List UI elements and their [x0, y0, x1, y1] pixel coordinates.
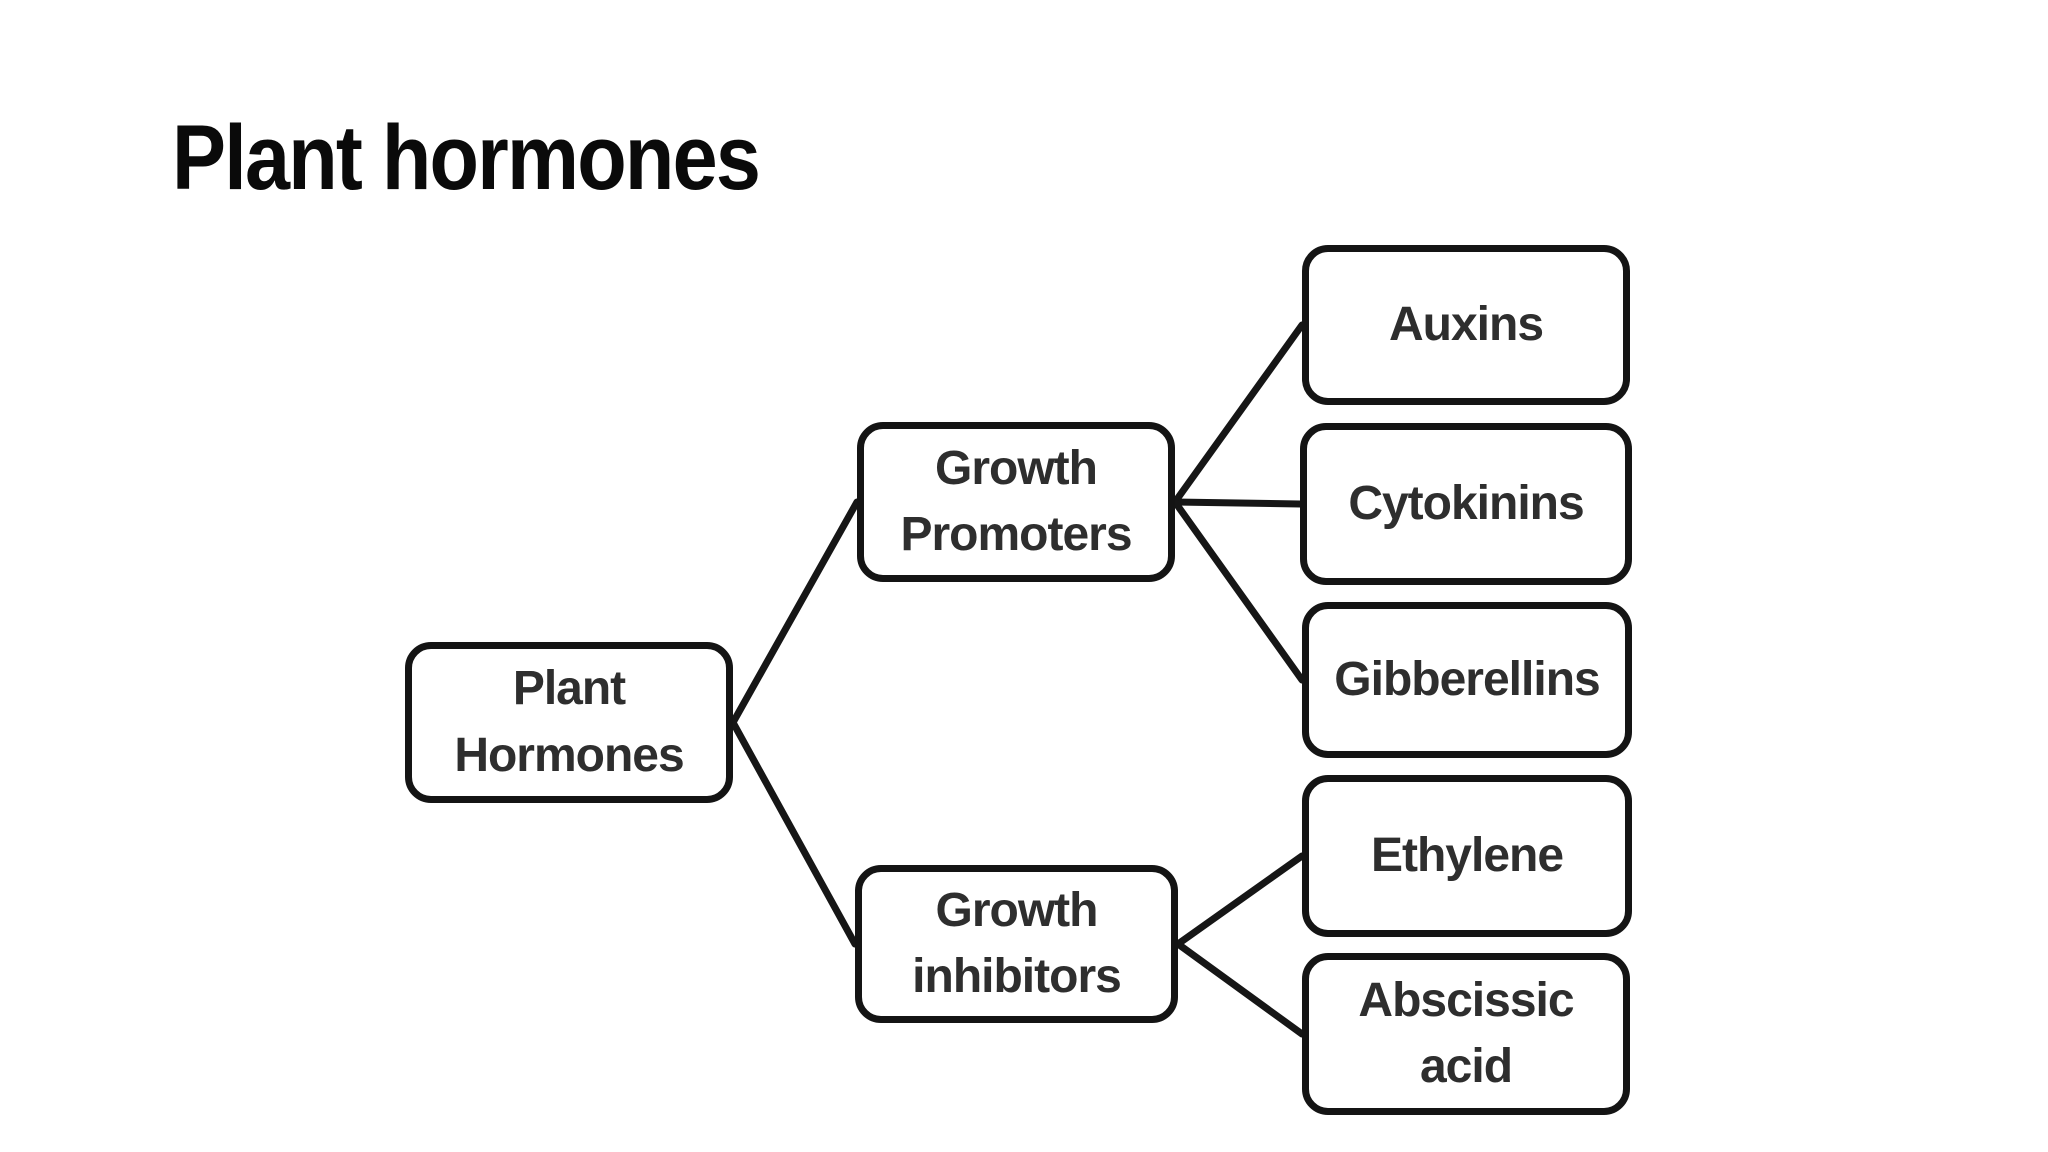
node-growth-inhibitors: Growth inhibitors: [855, 865, 1178, 1023]
connector-plant_hormones-growth_promoters: [729, 498, 861, 726]
node-plant-hormones: Plant Hormones: [405, 642, 733, 803]
connector-growth_promoters-cytokinins: [1171, 498, 1304, 508]
node-cytokinins: Cytokinins: [1300, 423, 1632, 585]
connector-growth_promoters-auxins: [1171, 321, 1306, 506]
connector-growth_promoters-gibberellins: [1171, 498, 1306, 684]
node-auxins: Auxins: [1302, 245, 1630, 405]
connector-growth_inhibitors-abscissic_acid: [1174, 940, 1306, 1038]
node-ethylene: Ethylene: [1302, 775, 1632, 937]
connector-growth_inhibitors-ethylene: [1174, 852, 1306, 948]
node-growth-promoters: Growth Promoters: [857, 422, 1175, 582]
connector-plant_hormones-growth_inhibitors: [729, 719, 859, 948]
node-abscissic-acid: Abscissic acid: [1302, 953, 1630, 1115]
page-title: Plant hormones: [172, 107, 761, 209]
node-gibberellins: Gibberellins: [1302, 602, 1632, 758]
